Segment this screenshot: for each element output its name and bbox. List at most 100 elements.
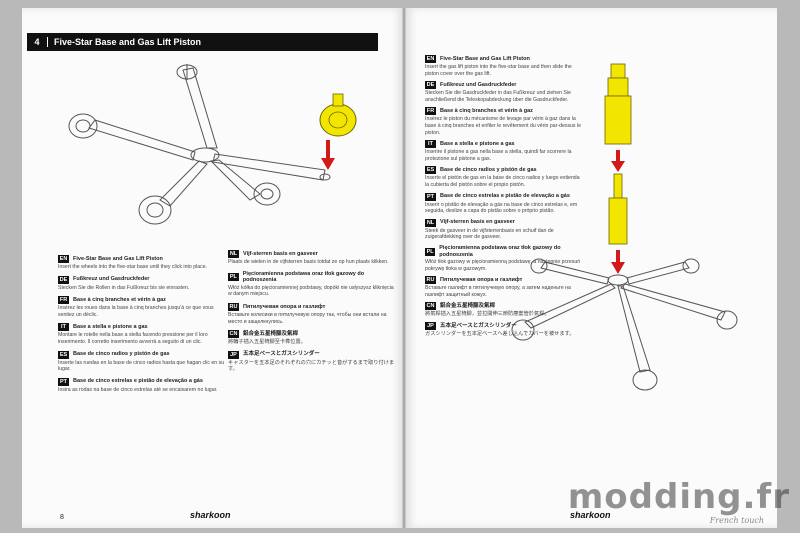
lang-title: 五本足ベースとガスシリンダー [440, 322, 517, 329]
book-spine [402, 8, 406, 528]
lang-code: RU [228, 302, 239, 311]
lang-code: PL [228, 273, 239, 282]
lang-block-de: DE Fußkreuz und Gasdruckfeder Stecken Sie… [58, 275, 226, 292]
lang-code: IT [425, 140, 436, 149]
piston-cover [604, 63, 632, 145]
middle-instructions: NL Vijf-sterren basis en gasveer Plaats d… [228, 250, 396, 373]
r-lang-block-es: ES Base de cinco radios y pistón de gas I… [425, 166, 585, 188]
lang-code: DE [425, 81, 436, 90]
lang-text: Inserte las ruedas en la base de cinco r… [58, 359, 225, 373]
arrow-lower [611, 250, 625, 274]
lang-title: Пятилучевая опора и газлифт [440, 276, 523, 283]
lang-text: 將輪子插入五星椅腳至卡榫位置。 [228, 339, 306, 346]
gas-piston [608, 173, 628, 245]
lang-title: Fußkreuz und Gasdruckfeder [440, 81, 517, 88]
lang-text: Inserire il pistone a gas nella base a s… [425, 149, 572, 162]
wheel-socket [319, 173, 331, 181]
lang-title: Base de cinco radios y pistón de gas [440, 167, 537, 174]
lang-text: Włóż tłok gazowy w pięcioramienną podsta… [425, 259, 581, 272]
lang-code: NL [228, 250, 239, 258]
lang-title: Base de cinco estrelas e pistão de eleva… [440, 193, 570, 200]
lang-text: Inserte el pistón de gas en la base de c… [425, 175, 580, 188]
lang-code: EN [58, 255, 69, 263]
lang-code: JP [425, 322, 436, 331]
arrow-upper [611, 150, 625, 172]
lang-title: Five-Star Base and Gas Lift Piston [440, 55, 530, 62]
lang-title: Pięcioramienna podstawa oraz tłok gazowy… [439, 244, 561, 258]
lang-code: FR [425, 107, 436, 116]
wheel-bottom [138, 195, 172, 225]
lang-code: IT [58, 323, 69, 332]
lang-text: Insira as rodas na base de cinco estrela… [58, 386, 218, 393]
lang-code: CN [228, 330, 239, 339]
base-leg-bottom-left [159, 160, 208, 207]
lang-code: EN [425, 55, 436, 63]
lang-text: Inserir o pistão de elevação a gás na ba… [425, 201, 578, 215]
lang-text: ガスシリンダーを五本足ベースへ差し込んでカバーを被せます。 [425, 331, 575, 338]
lang-text: Insérez les roues dans la base à cinq br… [58, 305, 214, 318]
lang-code: PT [58, 377, 69, 386]
lang-code: CN [425, 302, 436, 311]
page-number: 8 [60, 514, 64, 521]
lang-code: RU [425, 276, 436, 285]
lang-block-en: EN Five-Star Base and Gas Lift Piston Ins… [58, 255, 226, 271]
lang-title: Base a stella e pistone a gas [440, 140, 515, 147]
wheel-top [176, 64, 198, 80]
gas-lift-illustration [511, 63, 738, 391]
lang-text: Steek de gasveer in de vijfsterrenbasis … [425, 227, 554, 241]
lang-text: Włóż kółka do pięcioramiennej podstawy, … [228, 284, 394, 298]
lang-text: Stecken Sie die Gasdruckfeder in das Fuß… [425, 90, 571, 103]
lang-block-nl: NL Vijf-sterren basis en gasveer Plaats d… [228, 250, 396, 266]
base-leg-right [212, 153, 326, 181]
right-page [405, 8, 777, 528]
lang-title: Base de cinco estrelas e pistão de eleva… [73, 378, 203, 385]
brand-logo-left: sharkoon [190, 510, 231, 520]
insert-arrow [321, 140, 335, 170]
lang-code: NL [425, 218, 436, 227]
left-instructions: EN Five-Star Base and Gas Lift Piston Ins… [58, 255, 226, 393]
lang-block-jp: JP 五本足ベースとガスシリンダー キャスターを五本足のそれぞれの穴にカチッと音が… [228, 350, 396, 373]
lang-title: Base a stella e pistone a gas [73, 324, 148, 331]
lang-code: DE [58, 275, 69, 284]
watermark-subtitle: French touch [709, 516, 764, 525]
lang-title: Base à cinq branches et vérin à gaz [440, 108, 533, 115]
lang-title: 五本足ベースとガスシリンダー [243, 351, 320, 358]
lang-text: Insérez le piston du mécanisme de levage… [425, 116, 581, 136]
lang-block-it: IT Base a stella e pistone a gas Montare … [58, 323, 226, 345]
lang-text: Вставьте колесики в пятилучевую опору та… [228, 311, 387, 325]
lang-text: Insert the wheels into the five-star bas… [58, 264, 208, 270]
lang-title: Five-Star Base and Gas Lift Piston [73, 255, 163, 262]
section-header: 4 Five-Star Base and Gas Lift Piston [27, 33, 378, 51]
lang-text: Stecken Sie die Rollen in das Fußkreuz b… [58, 284, 190, 291]
lang-code: FR [58, 296, 69, 305]
five-star-base [511, 258, 738, 391]
lang-code: ES [425, 166, 436, 175]
lang-text: Insert the gas lift piston into the five… [425, 64, 572, 77]
lang-title: Fußkreuz und Gasdruckfeder [73, 276, 150, 283]
lang-code: JP [228, 350, 239, 359]
brand-logo-right: sharkoon [570, 510, 611, 520]
lang-block-pt: PT Base de cinco estrelas e pistão de ele… [58, 377, 226, 394]
lang-text: Montare le rotelle nella base a stella f… [58, 332, 208, 345]
lang-title: Vijf-sterren basis en gasveer [243, 250, 318, 257]
base-leg-bottom-right [209, 159, 261, 201]
lang-text: キャスターを五本足のそれぞれの穴にカチッと音がするまで取り付けます。 [228, 359, 395, 373]
lang-text: Plaats de wielen in de vijfsterren basis… [228, 259, 389, 265]
r-lang-block-en: EN Five-Star Base and Gas Lift Piston Ins… [425, 55, 585, 77]
watermark: modding.fr [567, 477, 790, 517]
lang-title: Base de cinco radios y pistón de gas [73, 351, 170, 358]
base-leg-left [88, 119, 196, 161]
lang-code: PL [425, 247, 436, 256]
r-lang-block-de: DE Fußkreuz und Gasdruckfeder Stecken Sie… [425, 81, 585, 103]
r-lang-block-fr: FR Base à cinq branches et vérin à gaz In… [425, 107, 585, 136]
step-number: 4 [27, 37, 48, 47]
